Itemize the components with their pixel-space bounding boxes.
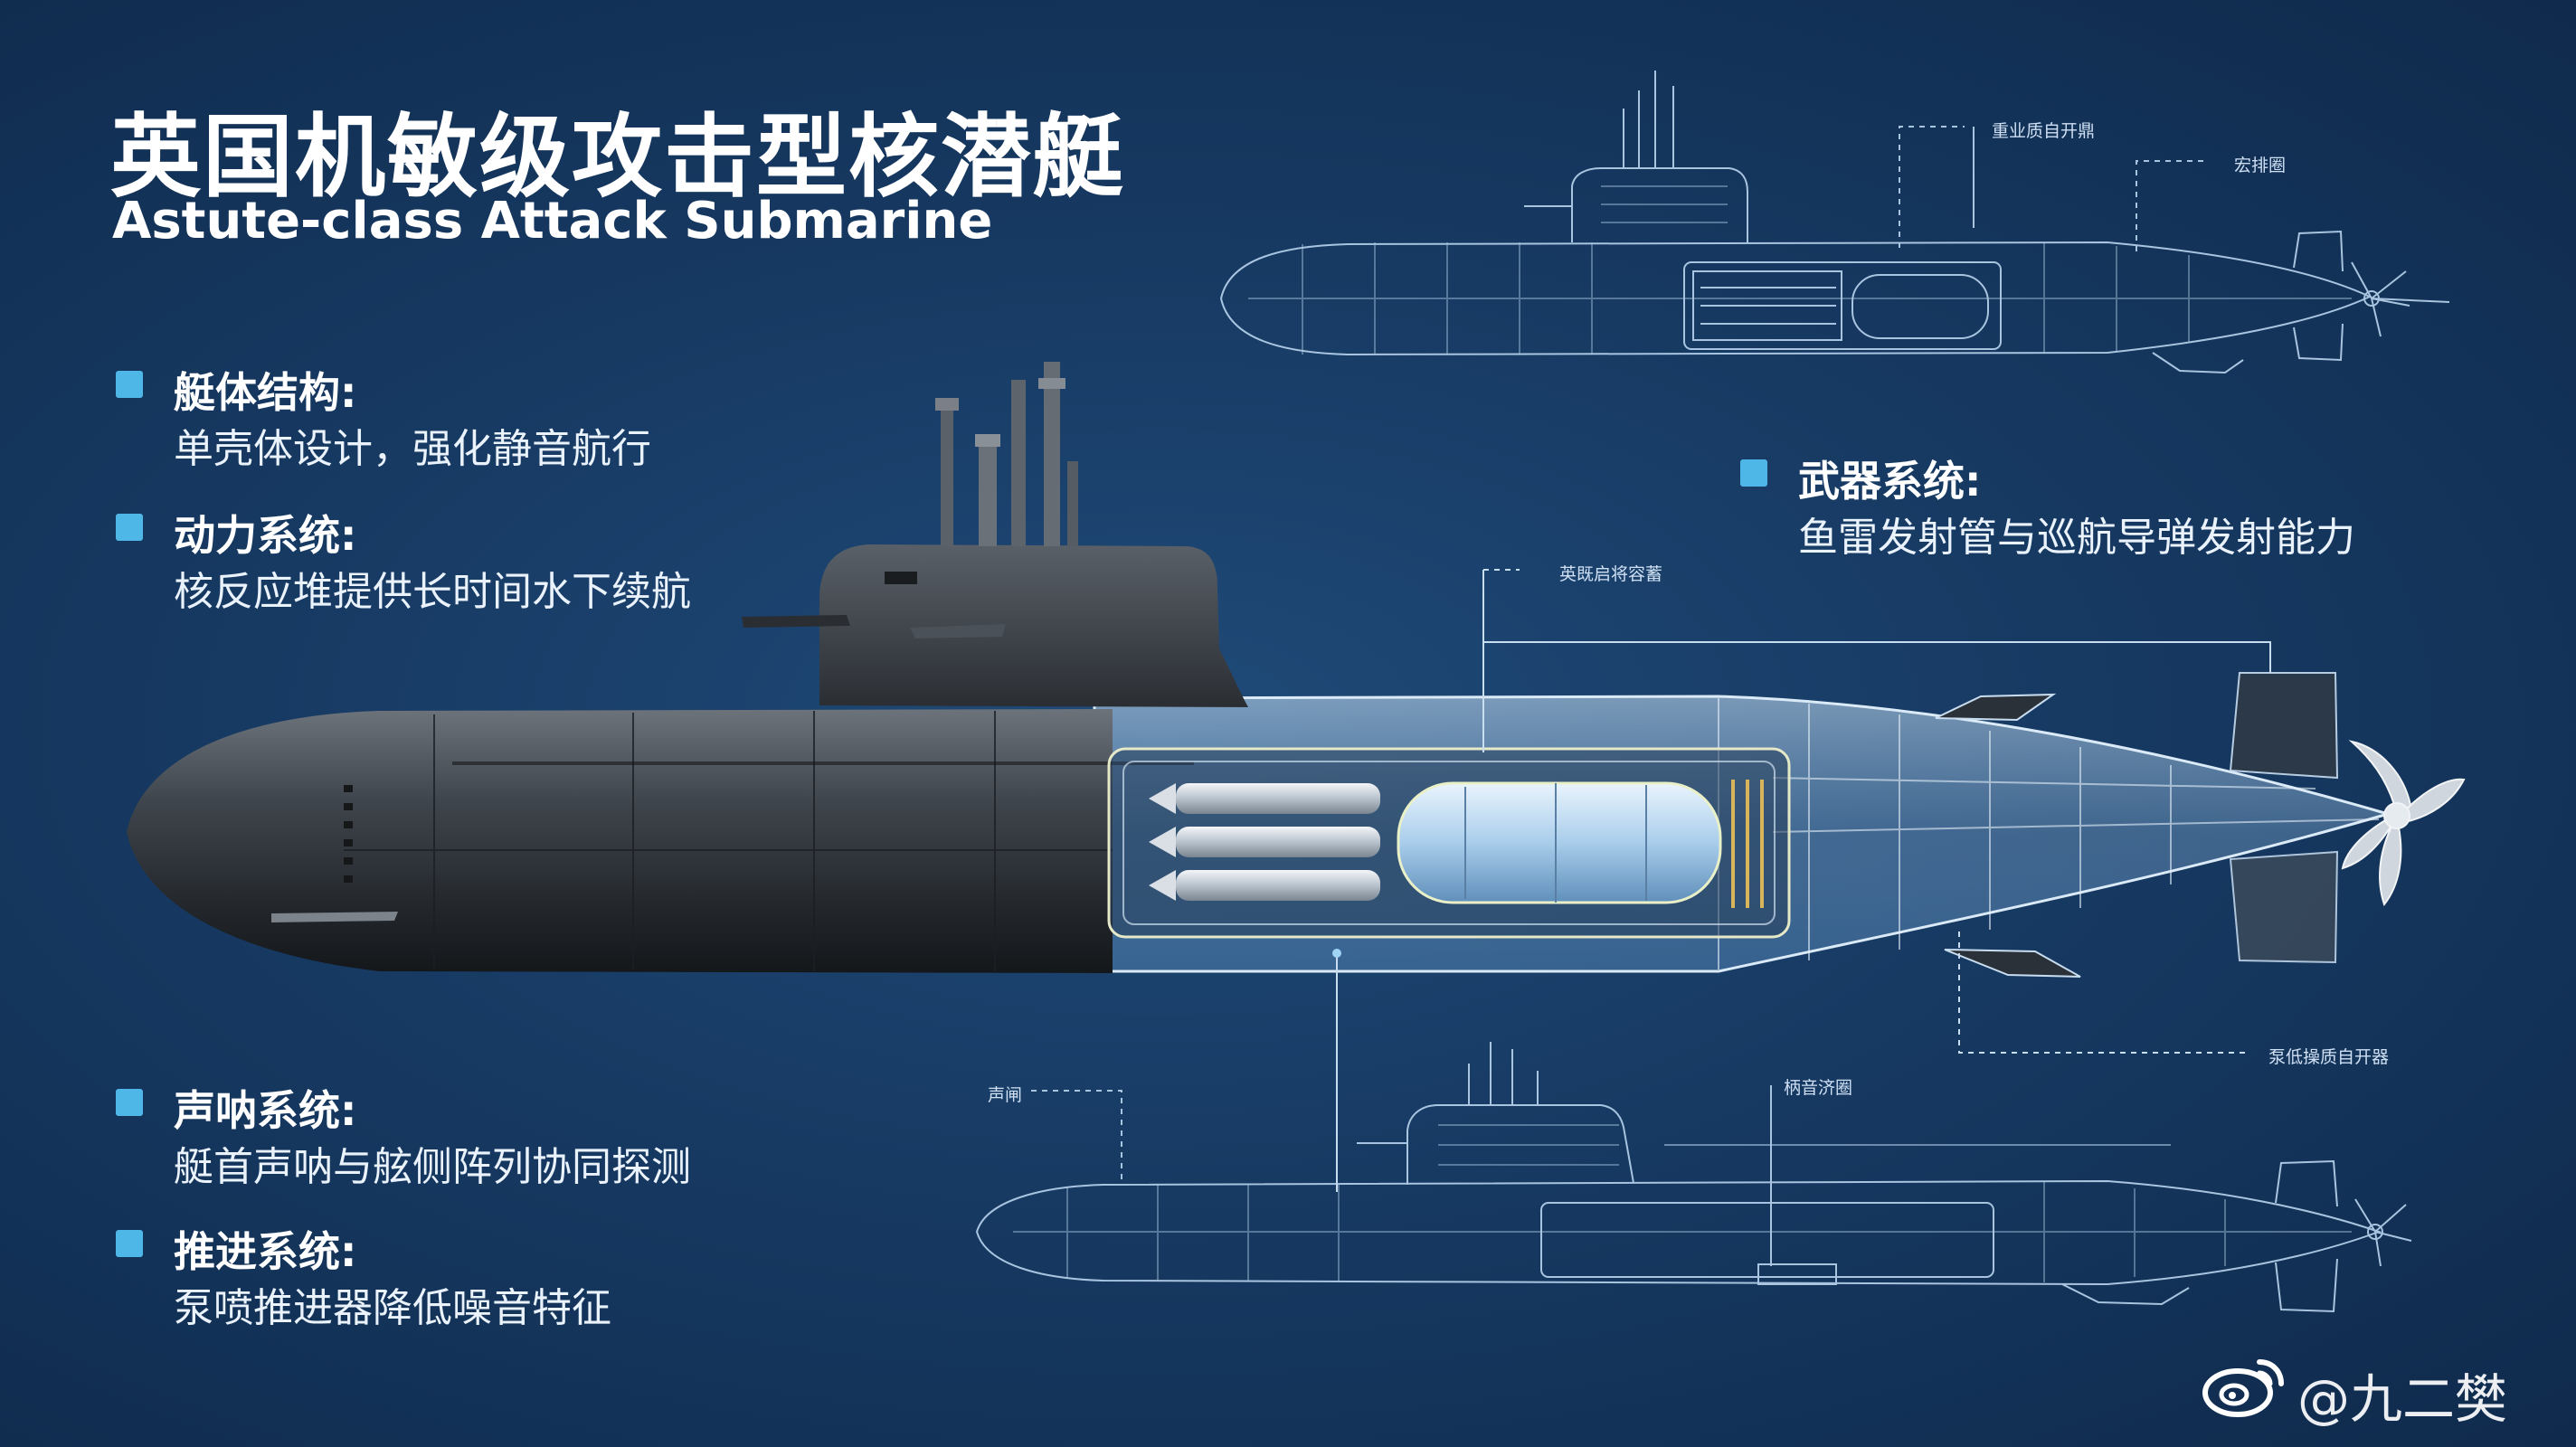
main-submarine <box>127 362 2466 1192</box>
watermark-text: @九二樊 <box>2297 1368 2508 1430</box>
callout-label: 泵低操质自开器 <box>2268 1047 2390 1067</box>
blueprint-submarine-bottom <box>975 1042 2412 1313</box>
bullet-icon <box>116 1230 143 1257</box>
callout-label: 宏排圈 <box>2234 156 2287 175</box>
callout-label: 柄音济圈 <box>1784 1078 1853 1098</box>
feature-heading: 动力系统: <box>174 511 357 560</box>
feature-heading: 声呐系统: <box>174 1086 357 1135</box>
blueprint-submarine-top <box>1219 71 2450 374</box>
page-title: 英国机敏级攻击型核潜艇 <box>110 104 1125 210</box>
feature-description: 泵喷推进器降低噪音特征 <box>174 1285 611 1331</box>
feature-heading: 艇体结构: <box>174 368 357 417</box>
watermark: @九二樊 <box>2200 1349 2562 1430</box>
bullet-icon <box>116 371 143 398</box>
feature-heading: 推进系统: <box>174 1227 357 1276</box>
bullet-icon <box>116 1089 143 1116</box>
callout-label: 重业质自开鼎 <box>1992 121 2096 141</box>
callout-label: 英既启将容蓄 <box>1559 564 1663 584</box>
feature-heading: 武器系统: <box>1798 457 1982 506</box>
feature-description: 艇首声呐与舷侧阵列协同探测 <box>174 1144 691 1190</box>
bullet-icon <box>1740 459 1767 487</box>
weibo-icon <box>2202 1359 2284 1417</box>
torpedo-tubes <box>1149 783 1380 901</box>
bullet-icon <box>116 514 143 541</box>
reactor-tank <box>1397 781 1722 904</box>
propeller-icon <box>2341 740 2466 907</box>
page-subtitle: Astute-class Attack Submarine <box>112 192 993 251</box>
feature-description: 鱼雷发射管与巡航导弹发射能力 <box>1798 515 2355 561</box>
feature-description: 单壳体设计，强化静音航行 <box>174 426 651 472</box>
feature-description: 核反应堆提供长时间水下续航 <box>174 569 691 615</box>
callout-label: 声闸 <box>988 1085 1023 1105</box>
